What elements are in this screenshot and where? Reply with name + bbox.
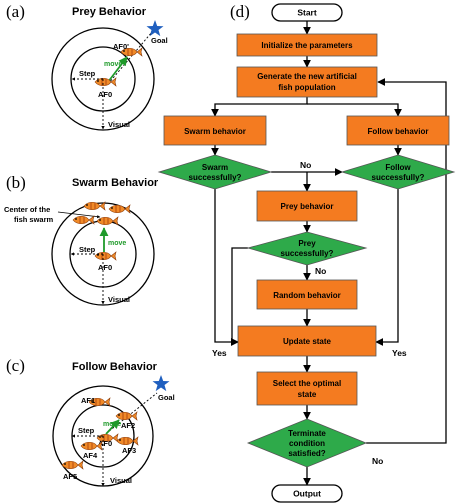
- initialize-label: Initialize the parameters: [261, 41, 353, 50]
- swarm-behavior-box: [163, 115, 267, 146]
- yes-label: Yes: [392, 348, 407, 358]
- prey-behavior-box: [256, 190, 358, 222]
- panel-d-flowchart: (d) Start Initialize the par: [157, 2, 456, 503]
- terminate-line1: Terminate: [288, 429, 326, 438]
- no-label: No: [372, 456, 383, 466]
- af5-label: AF5: [63, 472, 77, 481]
- select-optimal-line2: state: [298, 390, 317, 399]
- terminate-condition-decision: [246, 418, 368, 468]
- panel-b-swarm-behavior: (b) Swarm Behavior Center of the fish sw…: [4, 173, 159, 306]
- visual-range-circle: [51, 27, 155, 131]
- panel-a-label: (a): [6, 2, 25, 21]
- follow-decision-line2: successfully?: [372, 173, 425, 182]
- yes-label: Yes: [212, 348, 227, 358]
- select-optimal-line1: Select the optimal: [273, 379, 341, 388]
- panel-d-label: (d): [230, 2, 250, 21]
- prey-behavior-label: Prey behavior: [281, 202, 334, 211]
- prey-decision-line1: Prey: [298, 239, 316, 248]
- panel-b-label: (b): [6, 173, 26, 192]
- swarm-behavior-label: Swarm behavior: [184, 127, 246, 136]
- af2-label: AF2: [121, 421, 135, 430]
- move-arrow: [105, 419, 120, 435]
- move-label: move: [104, 61, 122, 68]
- af0-prime-label: AF0': [113, 42, 129, 51]
- step-label: Step: [78, 426, 95, 435]
- start-terminal: [271, 3, 343, 22]
- generate-population-box: [236, 66, 378, 98]
- panel-a-prey-behavior: (a) Prey Behavior Goal AF0' move AF0 Ste…: [6, 2, 168, 131]
- swarm-decision-line1: Swarm: [202, 163, 228, 172]
- swarm-center-pointer: [57, 211, 101, 219]
- no-label: No: [315, 266, 326, 276]
- move-label: move: [103, 421, 121, 428]
- move-arrow: [107, 56, 128, 83]
- start-label: Start: [297, 8, 317, 18]
- generate-label-line1: Generate the new artificial: [257, 72, 357, 81]
- fish-af2-icon: [115, 411, 138, 421]
- follow-behavior-label: Follow behavior: [368, 127, 429, 136]
- swarm-decision-line2: successfully?: [189, 173, 242, 182]
- panel-c-title: Follow Behavior: [72, 361, 158, 373]
- output-label: Output: [293, 489, 321, 499]
- af1-label: AF1: [81, 396, 95, 405]
- prey-success-decision: [246, 231, 368, 266]
- random-behavior-box: [256, 279, 358, 310]
- no-label: No: [300, 160, 311, 170]
- move-label: move: [108, 240, 126, 247]
- fish-af5-icon: [61, 460, 84, 470]
- flow-connectors: [211, 21, 447, 486]
- panel-c-follow-behavior: (c) Follow Behavior Goal AF1 AF2 move AF…: [6, 356, 175, 487]
- prey-decision-line2: successfully?: [281, 249, 334, 258]
- goal-label: Goal: [158, 393, 175, 402]
- update-state-box: [237, 325, 377, 357]
- fish-af0-icon: [94, 251, 117, 261]
- goal-direction-line: [107, 31, 153, 85]
- panel-c-label: (c): [6, 356, 25, 375]
- swarm-fish-icon: [108, 204, 131, 214]
- update-state-label: Update state: [283, 337, 332, 346]
- step-label: Step: [79, 69, 96, 78]
- select-optimal-box: [256, 371, 358, 406]
- af4-label: AF4: [83, 451, 98, 460]
- af0-label: AF0: [98, 263, 112, 272]
- panel-a-title: Prey Behavior: [72, 6, 147, 18]
- swarm-success-decision: [157, 154, 273, 190]
- fish-af3-icon: [116, 436, 139, 446]
- swarm-center-label-line2: fish swarm: [14, 215, 54, 224]
- follow-success-decision: [340, 154, 456, 190]
- follow-decision-line1: Follow: [385, 163, 411, 172]
- step-label: Step: [79, 245, 96, 254]
- goal-direction-line: [102, 392, 158, 437]
- initialize-parameters-box: [236, 33, 378, 57]
- generate-label-line2: fish population: [278, 83, 335, 92]
- panel-b-title: Swarm Behavior: [72, 177, 159, 189]
- visual-label: Visual: [108, 295, 130, 304]
- af0-label: AF0: [98, 439, 112, 448]
- random-behavior-label: Random behavior: [273, 291, 341, 300]
- af0-label: AF0: [98, 90, 112, 99]
- follow-behavior-box: [346, 115, 450, 146]
- visual-label: Visual: [110, 476, 132, 485]
- af3-label: AF3: [122, 446, 136, 455]
- terminate-line2: condition: [289, 439, 325, 448]
- visual-label: Visual: [108, 120, 130, 129]
- visual-range-circle: [51, 202, 155, 306]
- terminate-line3: satisfied?: [288, 449, 325, 458]
- goal-star-icon: [152, 375, 170, 392]
- output-terminal: [271, 484, 343, 503]
- swarm-center-label-line1: Center of the: [4, 205, 50, 214]
- goal-label: Goal: [151, 36, 168, 45]
- goal-star-icon: [146, 20, 164, 37]
